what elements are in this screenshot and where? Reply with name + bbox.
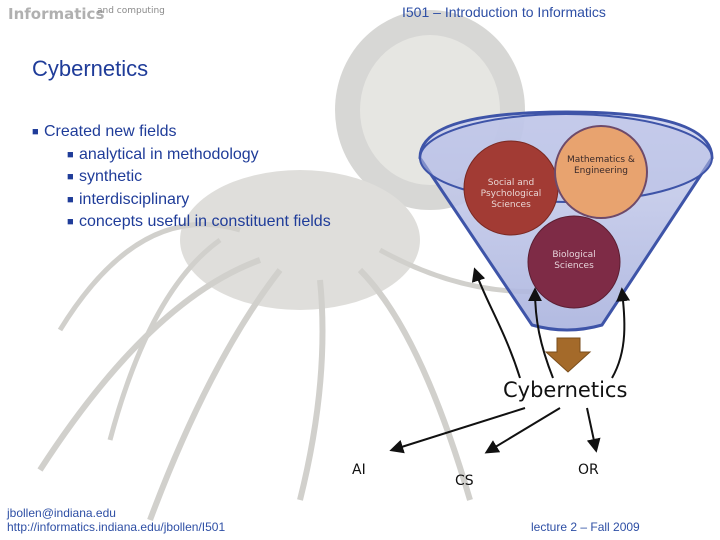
footer-contact: jbollen@indiana.edu http://informatics.i…: [7, 506, 225, 534]
course-url: http://informatics.indiana.edu/jbollen/I…: [7, 520, 226, 534]
sub-bullet-text: concepts useful in constituent fields: [79, 213, 331, 230]
square-bullet-icon: ■: [67, 148, 74, 161]
cybernetics-label: Cybernetics: [503, 378, 628, 402]
square-bullet-icon: ■: [67, 216, 74, 228]
slide-title: Cybernetics: [32, 56, 149, 81]
cs-label: CS: [455, 473, 474, 489]
sub-bullet-item: ■ interdisciplinary: [32, 189, 331, 212]
sub-bullet-text: synthetic: [79, 168, 143, 185]
sub-bullet-item: ■ analytical in methodology: [32, 144, 331, 167]
biological-sciences-circle: [527, 215, 621, 309]
author-email: jbollen@indiana.edu: [7, 506, 116, 520]
bullet-text: Created new fields: [44, 123, 177, 140]
arrow-to-or: [586, 407, 601, 453]
arrow-to-cs: [484, 407, 561, 454]
lecture-info: lecture 2 – Fall 2009: [531, 520, 640, 534]
funnel-output-arrow: [544, 337, 592, 373]
sub-bullet-item: ■ concepts useful in constituent fields: [32, 211, 331, 234]
or-label: OR: [578, 462, 599, 478]
bullet-list: ■ Created new fields ■ analytical in metho…: [32, 121, 331, 234]
sub-bullet-text: interdisciplinary: [79, 190, 190, 208]
sub-bullet-item: ■ synthetic: [32, 166, 331, 189]
brand-subtitle: and computing: [97, 6, 165, 16]
course-title: I501 – Introduction to Informatics: [402, 4, 606, 20]
sub-bullet-text: analytical in methodology: [79, 145, 259, 163]
feedback-arrow-middle: [528, 287, 554, 379]
feedback-arrow-right: [611, 287, 631, 379]
ai-label: AI: [352, 462, 366, 478]
brand-logo-text: Informatics: [8, 5, 105, 23]
square-bullet-icon: ■: [67, 171, 74, 183]
social-sciences-label: Social and Psychological Sciences: [480, 178, 542, 210]
arrow-to-ai: [389, 407, 526, 454]
bullet-item: ■ Created new fields: [32, 121, 331, 144]
biological-sciences-label: Biological Sciences: [552, 250, 596, 271]
math-engineering-circle: [554, 125, 648, 219]
square-bullet-icon: ■: [32, 126, 39, 138]
square-bullet-icon: ■: [67, 193, 74, 206]
feedback-arrow-left: [471, 267, 521, 379]
math-engineering-label: Mathematics & Engineering: [567, 155, 635, 176]
